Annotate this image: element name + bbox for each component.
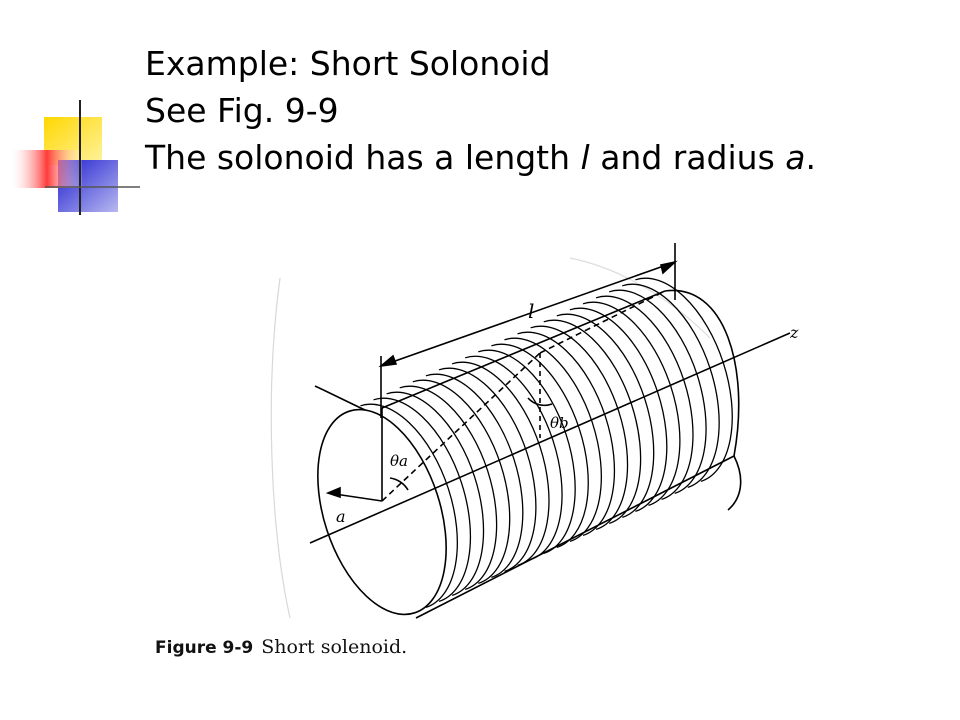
radius-label: a — [336, 507, 346, 526]
heading-line: Example: Short Solonoid — [145, 44, 551, 83]
angle-arc-a — [389, 477, 409, 491]
length-arrow-left — [378, 354, 398, 368]
coil-winding — [530, 325, 629, 531]
coil-winding — [373, 397, 472, 603]
slide-decoration — [12, 100, 140, 215]
description-line: The solonoid has a length l and radius a… — [145, 134, 816, 181]
figure-caption: Figure 9-9 Short solenoid. — [155, 636, 407, 658]
description-text-3: . — [805, 138, 817, 177]
slide-text: Example: Short Solonoid See Fig. 9-9 The… — [145, 40, 816, 181]
coil-winding — [622, 283, 720, 489]
coil-winding — [386, 391, 485, 597]
coil-winding — [438, 367, 537, 573]
coil-winding — [451, 361, 550, 567]
coil-winding — [504, 337, 602, 543]
axis-label: z — [789, 323, 799, 342]
construction-line-2 — [539, 290, 666, 354]
angle-arc-b — [527, 397, 553, 407]
scan-artifact — [270, 277, 291, 619]
lead-wire-right — [727, 455, 742, 511]
coil-winding — [517, 331, 616, 537]
cylinder-back-end — [664, 289, 740, 457]
description-text-1: The solonoid has a length — [145, 138, 581, 177]
coil-winding — [595, 295, 694, 501]
radius-arrow — [325, 486, 341, 499]
description-text-2: and radius — [589, 138, 786, 177]
coil-winding — [464, 355, 563, 561]
length-symbol: l — [580, 138, 590, 177]
coil-winding — [556, 313, 655, 519]
coil-winding — [491, 343, 589, 549]
construction-line-1 — [381, 352, 541, 502]
coil-winding — [399, 385, 498, 591]
cylinder-front-end — [317, 408, 447, 616]
length-label: l — [528, 299, 534, 323]
deco-red-bar — [12, 150, 82, 188]
coil-winding — [569, 307, 668, 513]
reference-line: See Fig. 9-9 — [145, 91, 339, 130]
caption-number: Figure 9-9 — [155, 638, 254, 658]
coil-winding — [360, 403, 458, 609]
length-arrow-right — [660, 260, 678, 275]
length-dimension-line — [380, 261, 676, 367]
scan-artifact — [569, 257, 711, 339]
coil-winding — [478, 349, 576, 555]
cylinder-top-edge — [381, 290, 666, 409]
radius-symbol: a — [785, 138, 806, 177]
lead-wire-left — [314, 385, 366, 411]
caption-text: Short solenoid. — [261, 636, 408, 658]
solenoid-figure: l z a θa θb — [270, 243, 799, 619]
coil-winding — [582, 301, 681, 507]
coil-winding — [412, 379, 511, 585]
coil-windings — [360, 277, 733, 609]
coil-winding — [425, 373, 524, 579]
angle-b-label: θb — [550, 414, 569, 432]
angle-a-label: θa — [390, 452, 408, 470]
coil-winding — [635, 277, 733, 483]
coil-winding — [608, 289, 707, 495]
coil-winding — [543, 319, 642, 525]
